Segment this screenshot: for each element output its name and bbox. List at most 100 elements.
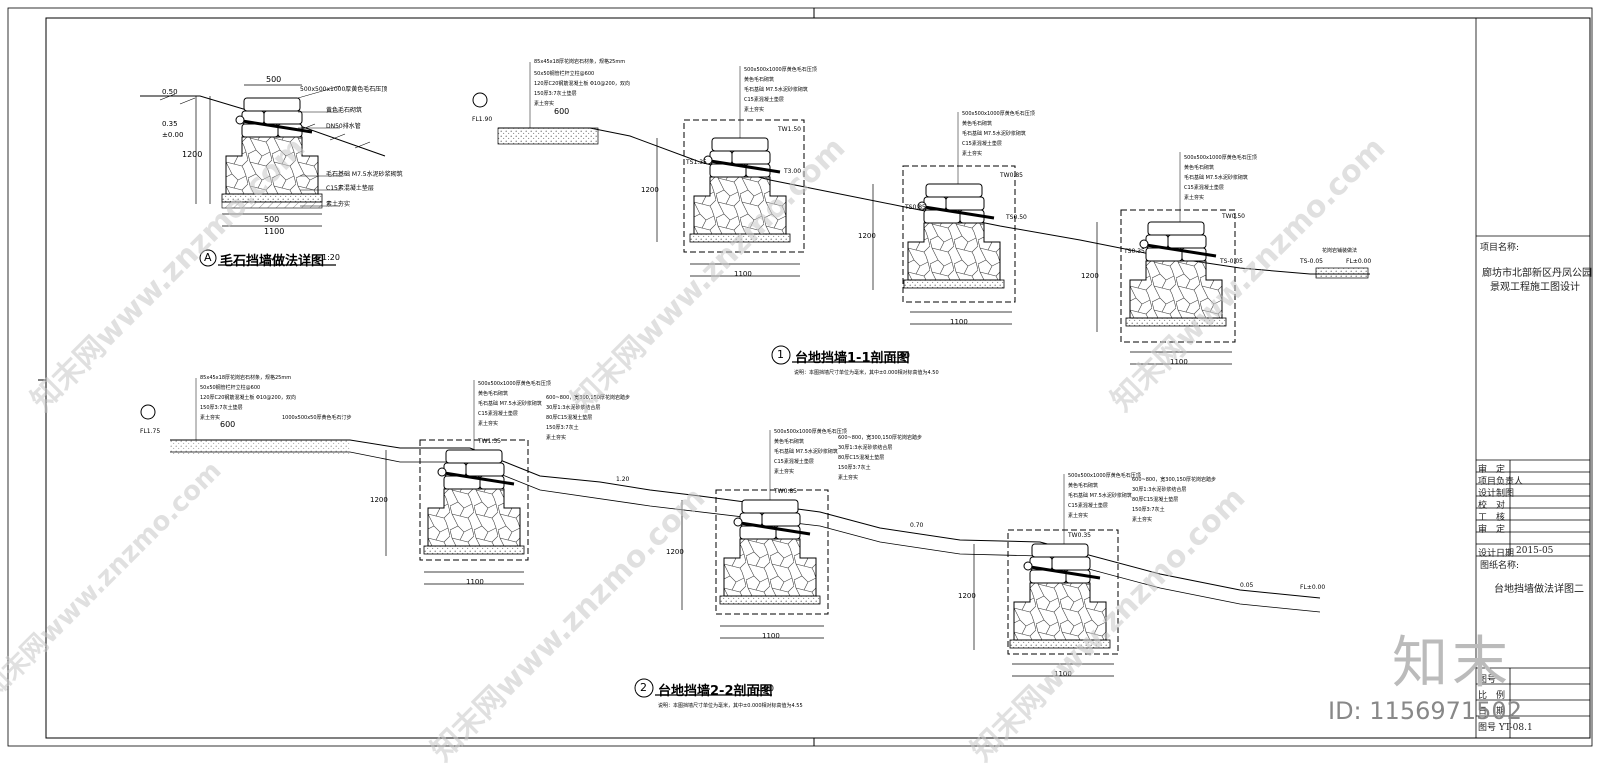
sec2-dim-1100-a: 1100 [466, 578, 484, 586]
sec2-e3: 0.05 [1240, 582, 1254, 589]
callout-a-c15: C15素混凝土垫层 [326, 185, 374, 192]
tb-bottom-1: 比 例 [1478, 691, 1506, 701]
detail-a-title: 毛石挡墙做法详图 [220, 254, 325, 269]
tb-row-7: 2015-05 [1516, 546, 1554, 556]
tb-bottom-2: 日 期 [1478, 707, 1506, 717]
sec2-title: 台地挡墙2-2剖面图 [658, 684, 773, 699]
site-logo: 知末 [1392, 631, 1512, 696]
sec2-callout-2: 50x50钢管栏杆立柱@600 [200, 385, 261, 391]
sec1-w3-callout-c15: C15素混凝土垫层 [1184, 185, 1224, 191]
sec1-tw: TW1.50 [778, 126, 801, 133]
sec1-w3-callout-stone: 黄色毛石砌筑 [1184, 165, 1215, 171]
sec1-dim-1200-a: 1200 [641, 186, 659, 194]
sec2-w3-callout-c15: C15素混凝土垫层 [1068, 503, 1108, 509]
title-block [1475, 18, 1590, 738]
sec2-step-3: 80厚C15混凝土垫层 [546, 415, 593, 421]
dim-1200-a: 1200 [182, 150, 203, 159]
sec2-callout-1: 85x45x18厚花岗岩石材条，规格25mm [200, 375, 292, 381]
sec2-w2-callout-soil: 素土夯实 [774, 469, 795, 475]
sec2-w3-step-3: 80厚C15混凝土垫层 [1132, 497, 1179, 503]
sec2-w3-callout-cap: 500x500x1000厚黄色毛石压顶 [1068, 473, 1141, 479]
tb-project-name-2: 景观工程施工图设计 [1490, 282, 1580, 293]
sec1-marker: 1 [777, 348, 784, 361]
sec2-w2-step-4: 150厚3:7灰土 [838, 465, 871, 471]
sec1-w3-callout-base: 毛石基础 M7.5水泥砂浆砌筑 [1184, 175, 1248, 181]
sec2-fl2: FL±0.00 [1300, 584, 1326, 591]
sec1-dim-1200-c: 1200 [1081, 272, 1099, 280]
sec1-scale: 1:20 [892, 351, 910, 360]
section-1-1 [472, 62, 1370, 365]
sec1-paving-callout: 花岗岩铺装做法 [1322, 248, 1358, 254]
inner-frame [45, 17, 1591, 739]
tb-row-1: 项目负责人 [1478, 477, 1524, 487]
tb-project-name-1: 廊坊市北部新区丹凤公园 [1482, 268, 1592, 279]
callout-a-cap: 500x500x1000厚黄色毛石压顶 [300, 86, 388, 93]
sec2-step-4: 150厚3:7灰土 [546, 425, 579, 431]
sec1-w1-callout-c15: C15素混凝土垫层 [744, 97, 784, 103]
tb-row-0: 审 定 [1478, 465, 1506, 475]
sec1-w2-callout-cap: 500x500x1000厚黄色毛石压顶 [962, 111, 1035, 117]
elev-a2: 0.35 [162, 120, 178, 128]
callout-a-base: 毛石基础 M7.5水泥砂浆砌筑 [326, 171, 403, 178]
sec2-w1-callout-soil: 素土夯实 [478, 421, 499, 427]
sec2-dim-600: 600 [220, 420, 236, 429]
sec1-w3-callout-soil: 素土夯实 [1184, 195, 1205, 201]
sec2-w3-step-2: 30厚1:3水泥砂浆结合层 [1132, 487, 1187, 493]
sec1-ts: TS1.35 [686, 159, 707, 166]
tb-drawing-name: 台地挡墙做法详图二 [1494, 584, 1584, 595]
sec2-w2-step-5: 素土夯实 [838, 475, 859, 481]
sec2-note: 说明：本图挡墙尺寸单位为毫米，其中±0.000相对标高值为4.55 [658, 703, 803, 709]
tb-row-5: 审 定 [1478, 525, 1506, 535]
sec2-step-5: 素土夯实 [546, 435, 567, 441]
sec1-tw3: TW0.50 [1222, 213, 1245, 220]
sec1-fl2: FL±0.00 [1346, 258, 1372, 265]
sec2-scale: 1:20 [756, 684, 774, 693]
sec1-w1-callout-soil: 素土夯实 [744, 107, 765, 113]
section-2-2 [140, 378, 1321, 698]
sec1-ts6: TS-0.05 [1300, 258, 1323, 265]
elev-a3: ±0.00 [162, 131, 184, 139]
sec1-w1-callout-base: 毛石基础 M7.5水泥砂浆砌筑 [744, 87, 808, 93]
detail-a-retaining-wall [140, 84, 386, 267]
sec2-dim-1200-a: 1200 [370, 496, 388, 504]
sec2-marker: 2 [640, 681, 647, 694]
sec2-w2-callout-c15: C15素混凝土垫层 [774, 459, 814, 465]
sec2-callout-4: 150厚3:7灰土垫层 [200, 405, 243, 411]
image-id: ID: 1156971502 [1328, 697, 1522, 725]
sec2-w1-callout-c15: C15素混凝土垫层 [478, 411, 518, 417]
sec2-callout-3: 120厚C20钢筋混凝土板 Φ10@200，双向 [200, 395, 296, 401]
sec1-dim-1100-c: 1100 [1170, 358, 1188, 366]
sec1-t3: T3.00 [784, 168, 802, 175]
sec1-w2-callout-base: 毛石基础 M7.5水泥砂浆砌筑 [962, 131, 1026, 137]
sec2-dim-1200-c: 1200 [958, 592, 976, 600]
sec2-callout-5: 素土夯实 [200, 415, 221, 421]
sec1-dim-1100-b: 1100 [950, 318, 968, 326]
sec2-w3-step-4: 150厚3:7灰土 [1132, 507, 1165, 513]
sec2-tw3: TW0.35 [1068, 532, 1091, 539]
outer-frame [7, 7, 1593, 747]
sec1-ts3: TS0.50 [1006, 214, 1027, 221]
dim-500-a2: 500 [264, 215, 280, 224]
sec1-callout-4: 150厚3:7灰土垫层 [534, 91, 577, 97]
sec1-title: 台地挡墙1-1剖面图 [795, 351, 910, 366]
sec2-e2: 0.70 [910, 522, 924, 529]
sec2-w1-callout-stone: 黄色毛石砌筑 [478, 391, 509, 397]
detail-a-scale: 1:20 [322, 253, 340, 262]
sec2-w2-callout-base: 毛石基础 M7.5水泥砂浆砌筑 [774, 449, 838, 455]
callout-a-soil: 素土夯实 [326, 201, 351, 208]
detail-a-marker: A [204, 251, 212, 264]
sec2-dim-1100-c: 1100 [1054, 670, 1072, 678]
sec2-dim-1200-b: 1200 [666, 548, 684, 556]
sec2-callout-paver: 1000x500x50厚黄色毛石汀步 [282, 415, 352, 421]
dim-1100-a: 1100 [264, 227, 285, 236]
sec2-e1: 1.20 [616, 476, 630, 483]
sec2-w2-step-2: 30厚1:3水泥砂浆结合层 [838, 445, 893, 451]
callout-a-stone: 黄色毛石砌筑 [326, 107, 363, 114]
sec1-tw2: TW0.85 [1000, 172, 1023, 179]
sec1-callout-5: 素土夯实 [534, 101, 555, 107]
sec1-dim-600: 600 [554, 107, 570, 116]
elev-a1: 0.50 [162, 88, 178, 96]
sec1-ts4: TS0.35 [1124, 248, 1145, 255]
sec1-w1-callout-stone: 黄色毛石砌筑 [744, 77, 775, 83]
